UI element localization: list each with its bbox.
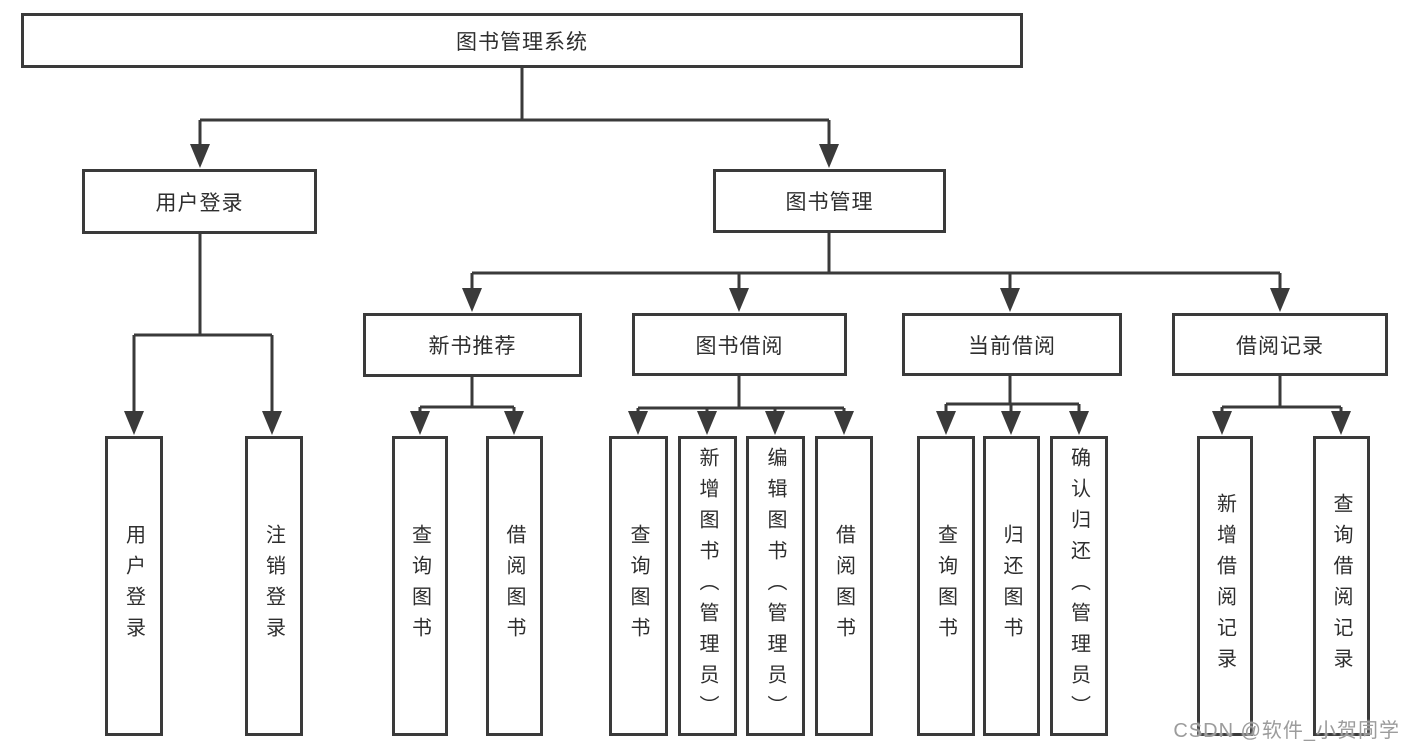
node-leaf-add-borrow-record-label: 新增借阅记录 (1213, 493, 1236, 679)
connector-borrow (636, 376, 846, 415)
node-leaf-user-login: 用户登录 (105, 436, 163, 736)
node-leaf-rec-query-books-label: 查询图书 (408, 524, 431, 648)
connector-records (1220, 376, 1343, 415)
node-leaf-query-borrow-record: 查询借阅记录 (1313, 436, 1370, 736)
node-leaf-user-login-label: 用户登录 (122, 524, 145, 648)
node-borrow-records: 借阅记录 (1172, 313, 1388, 376)
connector-current (944, 376, 1081, 415)
node-leaf-return-books: 归还图书 (983, 436, 1040, 736)
arrow-cur-query (936, 411, 956, 435)
node-root-label: 图书管理系统 (456, 30, 588, 54)
node-user-login-label: 用户登录 (155, 191, 244, 215)
arrow-cur-return (1001, 411, 1021, 435)
node-borrow-records-label: 借阅记录 (1236, 334, 1324, 358)
csdn-watermark: CSDN @软件_小贺同学 (1173, 720, 1400, 742)
node-leaf-rec-borrow-books-label: 借阅图书 (503, 524, 525, 648)
arrow-login-logout (262, 411, 282, 435)
arrow-rec-borrow (504, 411, 524, 435)
node-new-book-rec-label: 新书推荐 (428, 335, 517, 358)
node-leaf-rec-query-books: 查询图书 (392, 436, 448, 736)
node-leaf-return-books-label: 归还图书 (1000, 524, 1022, 648)
node-leaf-confirm-return-admin: 确认归还（管理员） (1050, 436, 1108, 736)
node-leaf-add-books-admin-label: 新增图书（管理员） (696, 446, 718, 726)
node-root: 图书管理系统 (21, 13, 1023, 68)
node-book-borrow: 图书借阅 (632, 313, 847, 376)
node-leaf-rec-borrow-books: 借阅图书 (486, 436, 543, 736)
arrow-cur-confirm (1069, 411, 1089, 435)
arrow-records-query (1331, 411, 1351, 435)
node-leaf-borrow-query-books: 查询图书 (609, 436, 668, 736)
arrow-rec (462, 288, 482, 312)
connector-rec (418, 377, 516, 415)
node-book-mgmt-label: 图书管理 (785, 191, 874, 214)
connector-mgmt (470, 233, 1282, 294)
node-leaf-edit-books-admin-label: 编辑图书（管理员） (764, 446, 786, 726)
node-current-borrow: 当前借阅 (902, 313, 1122, 376)
node-leaf-query-borrow-record-label: 查询借阅记录 (1330, 493, 1352, 679)
arrow-borrow-borrow (834, 411, 854, 435)
arrow-borrow (729, 288, 749, 312)
node-leaf-add-borrow-record: 新增借阅记录 (1197, 436, 1253, 736)
arrow-login-user (124, 411, 144, 435)
node-leaf-add-books-admin: 新增图书（管理员） (678, 436, 737, 736)
node-book-mgmt: 图书管理 (713, 169, 946, 233)
arrow-mgmt (819, 144, 839, 168)
node-leaf-edit-books-admin: 编辑图书（管理员） (746, 436, 805, 736)
node-leaf-borrow-books: 借阅图书 (815, 436, 873, 736)
connector-root (198, 68, 831, 150)
node-book-borrow-label: 图书借阅 (695, 334, 784, 358)
node-leaf-cur-query-books: 查询图书 (917, 436, 975, 736)
arrowheads (124, 144, 1351, 435)
node-user-login: 用户登录 (82, 169, 317, 234)
node-leaf-logout: 注销登录 (245, 436, 303, 736)
connector-login (132, 234, 274, 415)
node-new-book-rec: 新书推荐 (363, 313, 582, 377)
node-leaf-confirm-return-admin-label: 确认归还（管理员） (1067, 446, 1090, 726)
node-leaf-borrow-books-label: 借阅图书 (832, 524, 855, 648)
node-leaf-borrow-query-books-label: 查询图书 (627, 524, 649, 648)
arrow-records-add (1212, 411, 1232, 435)
arrow-borrow-edit (765, 411, 785, 435)
arrow-current (1000, 288, 1020, 312)
arrow-borrow-query (628, 411, 648, 435)
arrow-login (190, 144, 210, 168)
arrow-rec-query (410, 411, 430, 435)
arrow-records (1270, 288, 1290, 312)
node-leaf-cur-query-books-label: 查询图书 (934, 524, 957, 648)
node-leaf-logout-label: 注销登录 (262, 524, 285, 648)
node-current-borrow-label: 当前借阅 (968, 334, 1056, 358)
arrow-borrow-add (697, 411, 717, 435)
